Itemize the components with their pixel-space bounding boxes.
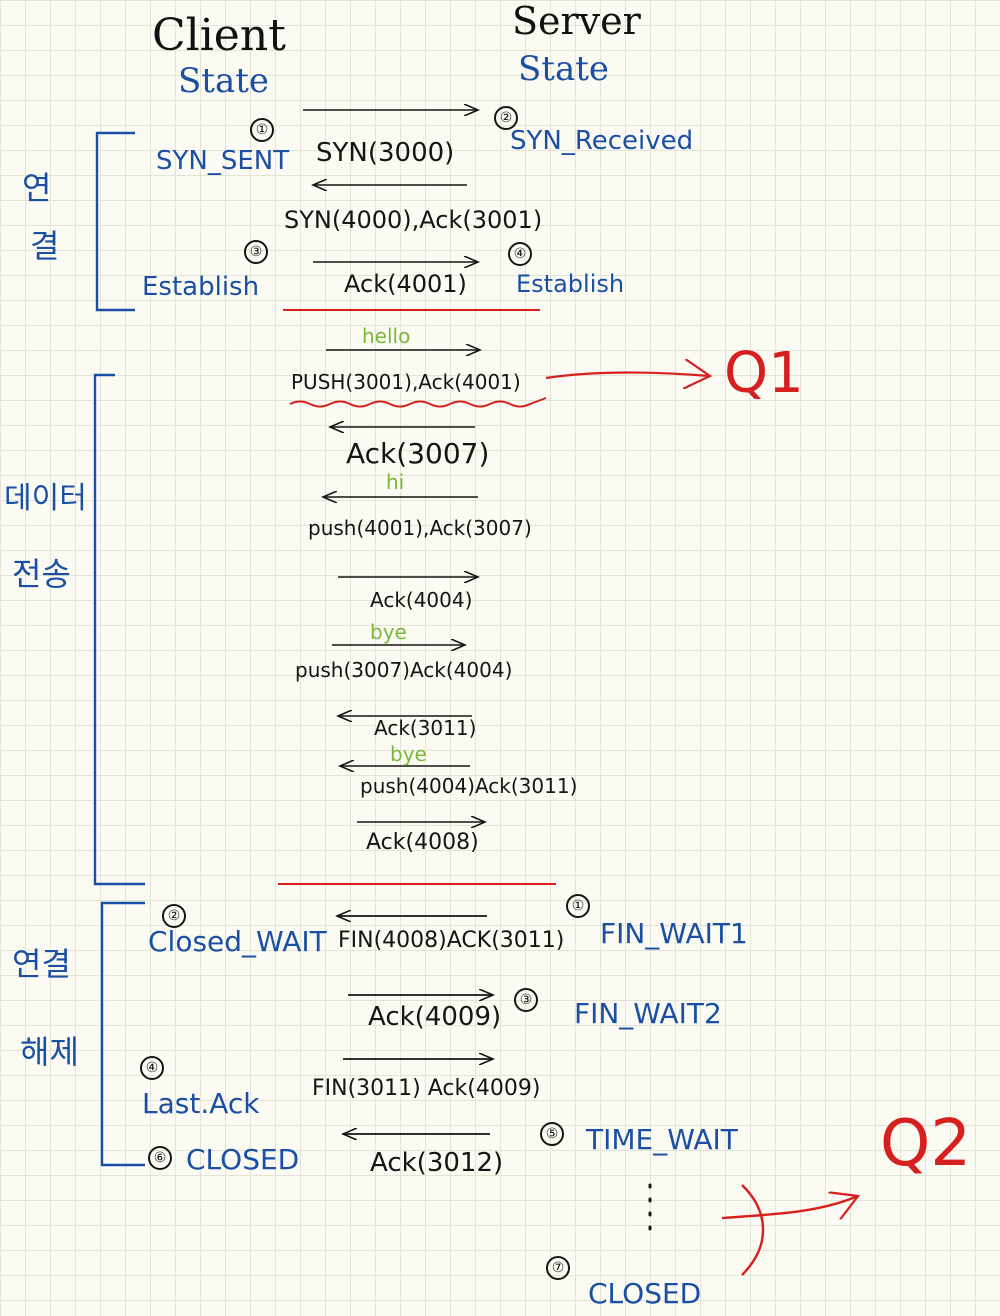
payload-bye-1: bye [370,620,407,644]
phase-data-2: 전송 [12,555,71,593]
step-number: ① [566,894,590,918]
msg-ack1: Ack(3007) [346,437,490,470]
step-number: ⑥ [148,1146,172,1170]
payload-hi: hi [386,470,405,494]
msg-synack: SYN(4000),Ack(3001) [284,206,543,234]
step-number: ③ [244,240,268,264]
step-number: ③ [514,988,538,1012]
server-state-establish: Establish [516,270,625,298]
q2-brace [741,1184,765,1276]
server-state-fin-wait2: FIN_WAIT2 [574,997,722,1030]
msg-fin2: FIN(3011) Ack(4009) [312,1076,541,1101]
server-state-title: State [518,49,610,89]
msg-fin1: FIN(4008)ACK(3011) [338,928,565,953]
question-q2: Q2 [880,1107,972,1181]
q1-underline [289,397,547,408]
bracket-disconnect [100,901,145,1167]
step-number: ② [162,904,186,928]
question-q1: Q1 [724,341,804,406]
client-state-title: State [178,61,270,101]
step-number: ④ [508,242,532,266]
msg-push2: push(4001),Ack(3007) [308,516,532,540]
msg-push1: PUSH(3001),Ack(4001) [291,370,521,394]
phase-connect-1: 연 [22,169,52,207]
payload-hello: hello [362,324,411,348]
step-number: ① [250,118,274,142]
client-title: Client [152,10,286,61]
phase-disconnect-2: 해제 [20,1033,79,1071]
step-number: ④ [140,1056,164,1080]
phase-data-1: 데이터 [4,481,87,516]
client-state-last-ack: Last.Ack [142,1087,260,1120]
msg-push3: push(3007)Ack(4004) [295,658,513,682]
msg-ack-fin1: Ack(4009) [368,1002,502,1032]
step-number: ② [494,106,518,130]
q1-arrow [545,373,710,379]
server-state-closed: CLOSED [588,1277,702,1310]
msg-push4: push(4004)Ack(3011) [360,774,578,798]
server-state-time-wait: TIME_WAIT [586,1123,738,1156]
msg-syn: SYN(3000) [316,138,455,168]
q2-arrow [721,1196,858,1218]
msg-ack4: Ack(4008) [366,830,479,855]
server-title: Server [512,0,641,43]
step-number: ⑦ [546,1256,570,1280]
phase-connect-2: 결 [30,227,60,265]
server-state-syn-received: SYN_Received [510,126,694,156]
step-number: ⑤ [540,1122,564,1146]
client-state-closed-wait: Closed_WAIT [148,925,327,958]
bracket-data [93,373,145,886]
client-state-syn-sent: SYN_SENT [156,146,290,176]
msg-ack3: Ack(3011) [374,716,477,740]
msg-ack2: Ack(4004) [370,588,473,612]
bracket-connect [95,131,135,312]
client-state-closed: CLOSED [186,1143,300,1176]
msg-ack-final: Ack(3012) [370,1148,504,1178]
payload-bye-2: bye [390,742,427,766]
msg-ack-connect: Ack(4001) [344,270,467,298]
server-state-fin-wait1: FIN_WAIT1 [600,917,748,950]
client-state-establish: Establish [142,272,260,302]
phase-disconnect-1: 연결 [12,945,71,983]
